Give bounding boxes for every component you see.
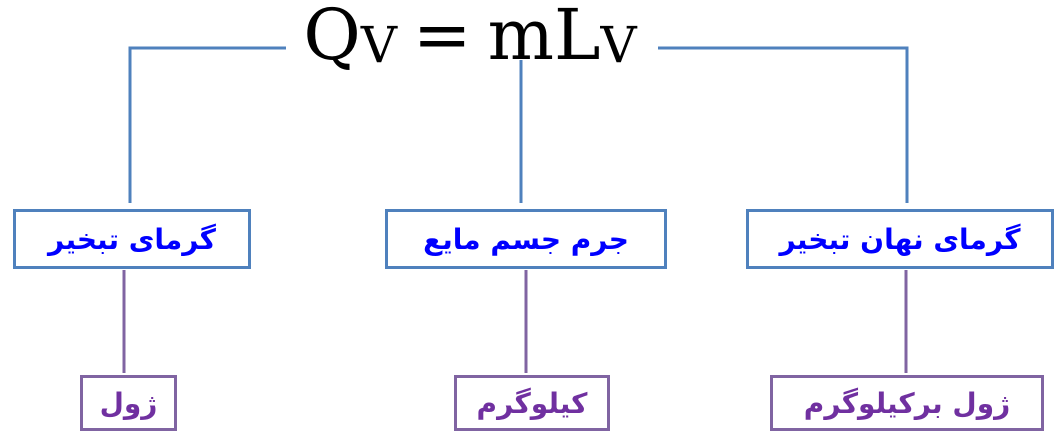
formula-q-subscript: V xyxy=(360,16,397,74)
quantity-box-latent-heat: گرمای نهان تبخیر xyxy=(746,209,1054,269)
formula-l-subscript: V xyxy=(600,16,637,74)
formula-l: L xyxy=(553,0,601,76)
unit-label: ژول xyxy=(99,386,158,420)
quantity-box-liquid-mass: جرم جسم مایع xyxy=(385,209,667,269)
formula-m: m xyxy=(487,0,554,76)
formula-q: Q xyxy=(303,0,361,76)
quantity-box-heat-of-vaporization: گرمای تبخیر xyxy=(13,209,251,269)
formula-equals: = xyxy=(412,0,472,76)
connector-left xyxy=(128,46,286,203)
unit-label: ژول برکیلوگرم xyxy=(803,386,1011,420)
unit-label: کیلوگرم xyxy=(476,386,588,420)
quantity-label: جرم جسم مایع xyxy=(423,222,629,256)
unit-box-joule-per-kilogram: ژول برکیلوگرم xyxy=(770,375,1044,431)
unit-box-kilogram: کیلوگرم xyxy=(454,375,610,431)
quantity-label: گرمای نهان تبخیر xyxy=(779,222,1021,256)
connector-right xyxy=(658,46,909,203)
quantity-label: گرمای تبخیر xyxy=(48,222,216,256)
unit-box-joule: ژول xyxy=(80,375,177,431)
